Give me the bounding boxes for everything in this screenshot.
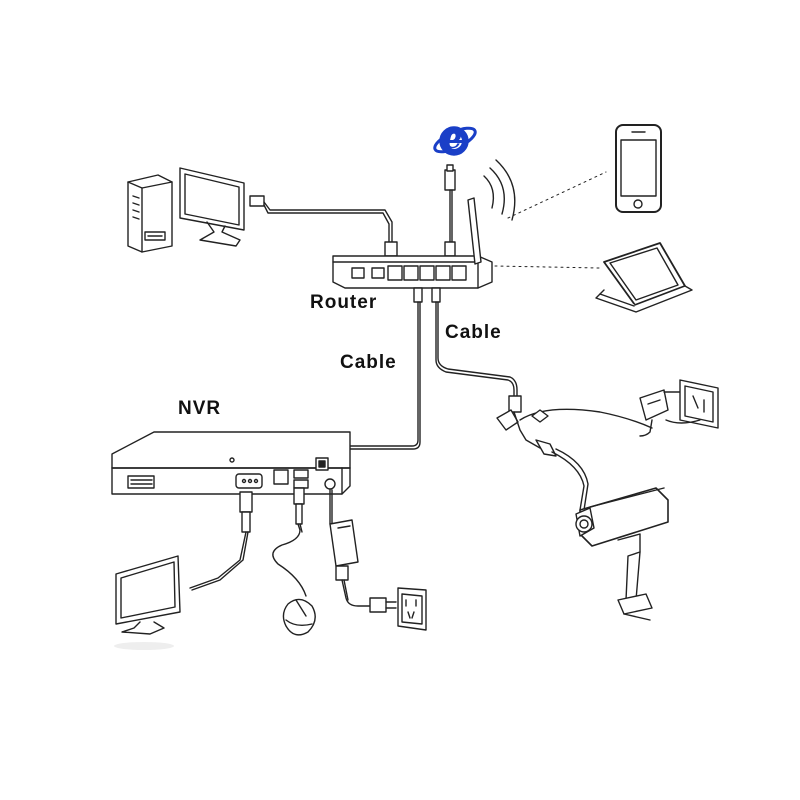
power-outlet-icon bbox=[397, 587, 427, 631]
internet-explorer-icon bbox=[433, 126, 477, 156]
laptop-icon bbox=[595, 242, 693, 313]
router-label: Router bbox=[310, 292, 378, 313]
desktop-computer-icon bbox=[127, 167, 398, 257]
wall-socket-icon bbox=[665, 379, 719, 429]
nvr-label: NVR bbox=[178, 398, 222, 419]
nvr-device-icon bbox=[111, 431, 351, 495]
bullet-camera-icon bbox=[575, 487, 669, 621]
mouse-icon bbox=[282, 598, 316, 636]
camera-power-adapter-icon bbox=[639, 389, 686, 437]
monitor-icon bbox=[114, 555, 181, 650]
wireless-link-lines bbox=[494, 171, 607, 269]
vga-cable bbox=[189, 491, 253, 591]
internet-cable-plug bbox=[444, 164, 456, 257]
smartphone-icon bbox=[615, 124, 662, 213]
router-icon bbox=[332, 159, 516, 289]
nvr-power-adapter-icon bbox=[329, 489, 397, 613]
camera-cable-splitter bbox=[496, 395, 653, 511]
cable-label-left: Cable bbox=[340, 352, 397, 373]
cable-label-right: Cable bbox=[445, 322, 502, 343]
internet-explorer-letter: e bbox=[443, 121, 463, 156]
mouse-cable bbox=[272, 487, 307, 597]
